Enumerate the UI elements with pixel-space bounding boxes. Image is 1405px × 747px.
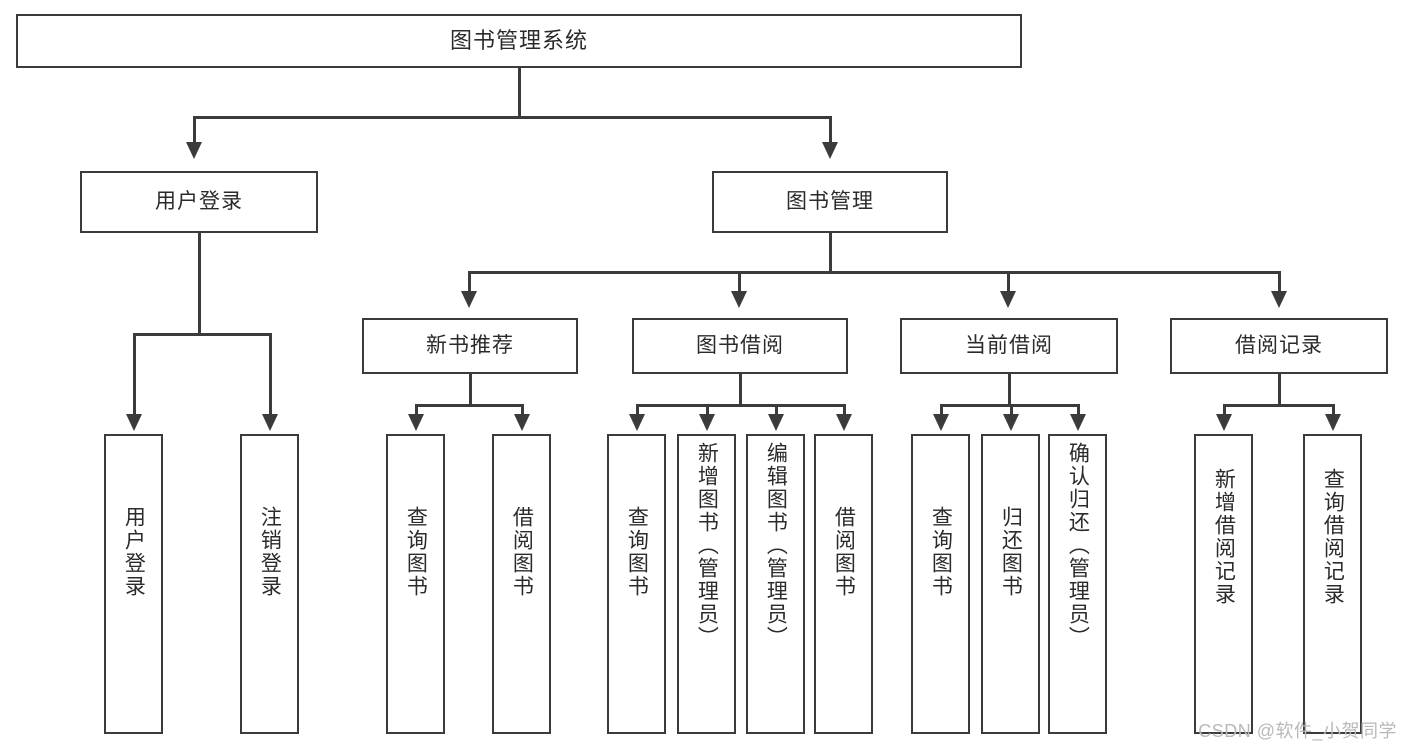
connector-bb-bar <box>636 404 845 407</box>
connector-br-stem <box>1278 374 1281 406</box>
connector-cb-drop-2 <box>1010 404 1013 416</box>
leaf-label: 查询借阅记录 <box>1321 468 1345 606</box>
leaf-label: 借阅图书 <box>832 506 856 598</box>
arrowhead-bm-child-3 <box>1000 291 1016 308</box>
leaf-label: 借阅图书 <box>510 506 534 598</box>
leaf-label: 查询图书 <box>625 506 649 598</box>
connector-br-drop-1 <box>1223 404 1226 416</box>
connector-bb-drop-1 <box>636 404 639 416</box>
leaf-label: 查询图书 <box>404 506 428 598</box>
connector-root-to-book-manage <box>829 116 832 144</box>
arrowhead-nbr-leaf-2 <box>514 414 530 431</box>
arrowhead-root-to-book-manage <box>822 142 838 159</box>
leaf-query-record[interactable]: 查询借阅记录 <box>1303 434 1362 734</box>
leaf-borrow-book-1[interactable]: 借阅图书 <box>492 434 551 734</box>
arrowhead-bm-child-2 <box>731 291 747 308</box>
connector-user-login-drop-2 <box>269 333 272 416</box>
connector-bm-drop-1 <box>468 271 471 293</box>
node-book-borrow[interactable]: 图书借阅 <box>632 318 848 374</box>
csdn-watermark: CSDN @软件_小贺同学 <box>1198 721 1397 741</box>
connector-root-stem <box>518 68 521 118</box>
connector-bm-drop-3 <box>1007 271 1010 293</box>
arrowhead-bb-leaf-3 <box>768 414 784 431</box>
connector-book-manage-stem <box>829 233 832 273</box>
arrowhead-br-leaf-2 <box>1325 414 1341 431</box>
connector-book-manage-bar <box>468 271 1280 274</box>
leaf-confirm-return[interactable]: 确认归还（管理员） <box>1048 434 1107 734</box>
connector-root-bar <box>193 116 831 119</box>
node-label: 图书管理系统 <box>449 27 588 53</box>
leaf-return-book[interactable]: 归还图书 <box>981 434 1040 734</box>
connector-user-login-stem <box>198 233 201 335</box>
arrowhead-user-login-leaf-1 <box>126 414 142 431</box>
node-borrow-record[interactable]: 借阅记录 <box>1170 318 1388 374</box>
connector-bb-stem <box>739 374 742 406</box>
connector-br-bar <box>1223 404 1335 407</box>
arrowhead-bb-leaf-4 <box>836 414 852 431</box>
connector-nbr-stem <box>469 374 472 406</box>
connector-bm-drop-4 <box>1278 271 1281 293</box>
node-current-borrow[interactable]: 当前借阅 <box>900 318 1118 374</box>
leaf-borrow-book-2[interactable]: 借阅图书 <box>814 434 873 734</box>
connector-nbr-bar <box>415 404 524 407</box>
connector-cb-drop-1 <box>940 404 943 416</box>
arrowhead-bm-child-4 <box>1271 291 1287 308</box>
node-label: 图书管理 <box>786 190 874 214</box>
arrowhead-bb-leaf-2 <box>699 414 715 431</box>
arrowhead-user-login-leaf-2 <box>262 414 278 431</box>
connector-user-login-drop-1 <box>133 333 136 416</box>
connector-br-drop-2 <box>1332 404 1335 416</box>
node-label: 借阅记录 <box>1235 334 1323 358</box>
leaf-label: 归还图书 <box>999 506 1023 598</box>
leaf-label: 查询图书 <box>929 506 953 598</box>
node-label: 当前借阅 <box>965 334 1053 358</box>
connector-bb-drop-2 <box>706 404 709 416</box>
leaf-user-login[interactable]: 用户登录 <box>104 434 163 734</box>
node-root-system[interactable]: 图书管理系统 <box>16 14 1022 68</box>
connector-bb-drop-4 <box>843 404 846 416</box>
leaf-label: 用户登录 <box>122 506 146 598</box>
leaf-add-book[interactable]: 新增图书（管理员） <box>677 434 736 734</box>
leaf-label: 新增图书（管理员） <box>695 442 719 649</box>
leaf-add-record[interactable]: 新增借阅记录 <box>1194 434 1253 734</box>
arrowhead-root-to-user-login <box>186 142 202 159</box>
connector-cb-stem <box>1008 374 1011 406</box>
node-book-manage[interactable]: 图书管理 <box>712 171 948 233</box>
node-label: 新书推荐 <box>426 334 514 358</box>
arrowhead-br-leaf-1 <box>1216 414 1232 431</box>
arrowhead-cb-leaf-2 <box>1003 414 1019 431</box>
node-label: 图书借阅 <box>696 334 784 358</box>
leaf-query-book-1[interactable]: 查询图书 <box>386 434 445 734</box>
arrowhead-bb-leaf-1 <box>629 414 645 431</box>
connector-user-login-bar <box>133 333 271 336</box>
connector-cb-drop-3 <box>1077 404 1080 416</box>
arrowhead-cb-leaf-3 <box>1070 414 1086 431</box>
connector-nbr-drop-1 <box>415 404 418 416</box>
leaf-label: 新增借阅记录 <box>1212 468 1236 606</box>
leaf-logout-login[interactable]: 注销登录 <box>240 434 299 734</box>
connector-nbr-drop-2 <box>521 404 524 416</box>
connector-bb-drop-3 <box>775 404 778 416</box>
arrowhead-nbr-leaf-1 <box>408 414 424 431</box>
arrowhead-bm-child-1 <box>461 291 477 308</box>
leaf-edit-book[interactable]: 编辑图书（管理员） <box>746 434 805 734</box>
leaf-label: 确认归还（管理员） <box>1066 442 1090 649</box>
connector-root-to-user-login <box>193 116 196 144</box>
node-label: 用户登录 <box>155 190 243 214</box>
node-user-login[interactable]: 用户登录 <box>80 171 318 233</box>
node-new-book-recommend[interactable]: 新书推荐 <box>362 318 578 374</box>
arrowhead-cb-leaf-1 <box>933 414 949 431</box>
leaf-query-book-3[interactable]: 查询图书 <box>911 434 970 734</box>
leaf-label: 编辑图书（管理员） <box>764 442 788 649</box>
connector-bm-drop-2 <box>738 271 741 293</box>
leaf-label: 注销登录 <box>258 506 282 598</box>
leaf-query-book-2[interactable]: 查询图书 <box>607 434 666 734</box>
connector-cb-bar <box>940 404 1079 407</box>
